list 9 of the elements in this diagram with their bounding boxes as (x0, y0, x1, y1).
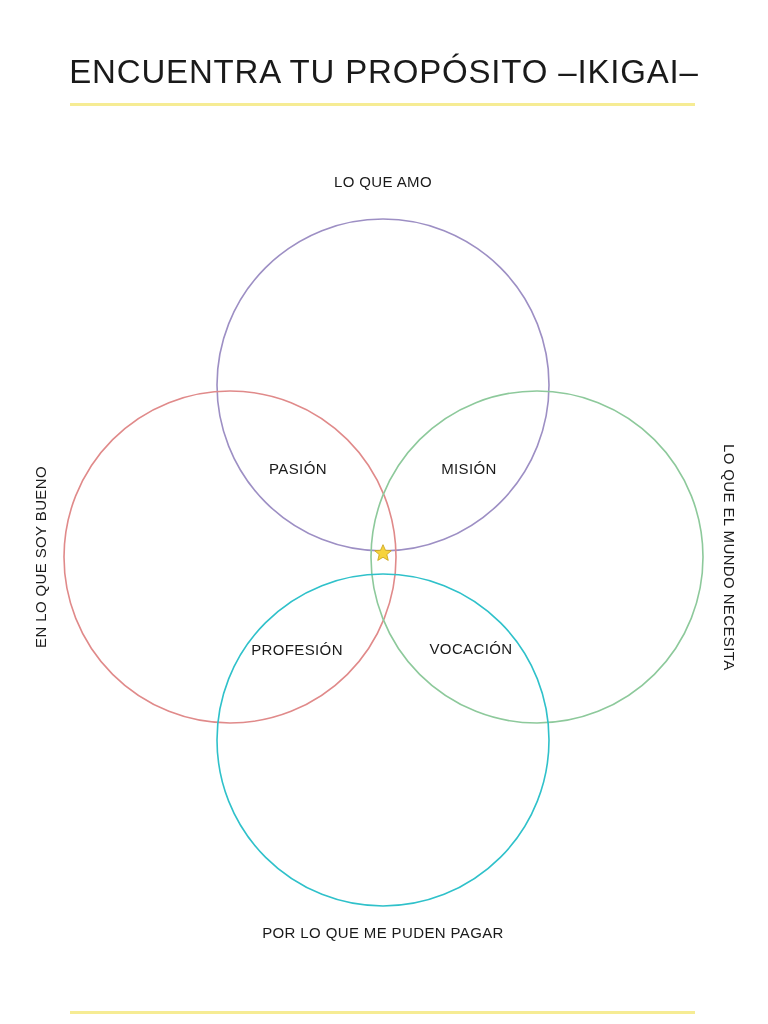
circle-label: LO QUE EL MUNDO NECESITA (720, 443, 740, 671)
overlap-label: VOCACIÓN (429, 638, 513, 659)
overlap-label: PROFESIÓN (251, 639, 343, 660)
overlap-label: MISIÓN (441, 458, 497, 479)
circle-label: LO QUE AMO (334, 171, 432, 192)
title: ENCUENTRA TU PROPÓSITO –IKIGAI– (68, 52, 700, 92)
overlap-label: PASIÓN (269, 458, 327, 479)
circle-label: EN LO QUE SOY BUENO (30, 466, 50, 648)
circle-label: POR LO QUE ME PUDEN PAGAR (262, 922, 504, 943)
